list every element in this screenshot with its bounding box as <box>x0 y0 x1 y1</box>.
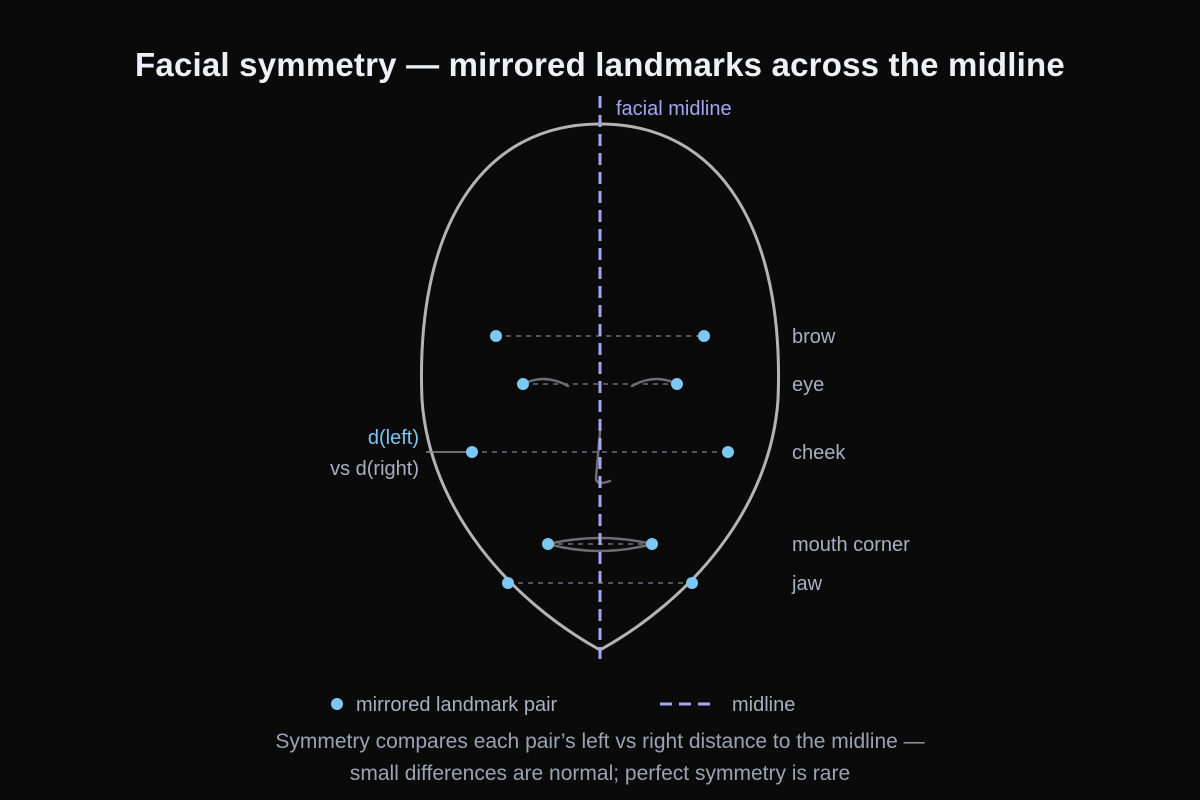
footnote-line-1: Symmetry compares each pair’s left vs ri… <box>275 730 925 753</box>
cheek-right-dot <box>722 446 734 458</box>
callout-vs-d-right: vs d(right) <box>330 458 419 480</box>
label-eye: eye <box>792 374 824 396</box>
label-mouth-corner: mouth corner <box>792 534 910 556</box>
mouth-corner-left-dot <box>542 538 554 550</box>
brow-left-dot <box>490 330 502 342</box>
mouth-corner-right-dot <box>646 538 658 550</box>
jaw-left-dot <box>502 577 514 589</box>
cheek-left-dot <box>466 446 478 458</box>
footnote-line-2: small differences are normal; perfect sy… <box>349 762 851 785</box>
legend: mirrored landmark pair midline <box>331 694 795 716</box>
left-eye-shape <box>521 377 570 388</box>
label-cheek: cheek <box>792 442 846 464</box>
brow-right-dot <box>698 330 710 342</box>
legend-midline-label: midline <box>732 694 795 716</box>
legend-pair-label: mirrored landmark pair <box>356 694 558 716</box>
callout-d-left: d(left) <box>368 427 419 449</box>
midline-label: facial midline <box>616 98 732 120</box>
eye-left-dot <box>517 378 529 390</box>
landmark-labels: brow eye cheek mouth corner jaw <box>791 326 910 595</box>
diagram-title: Facial symmetry — mirrored landmarks acr… <box>135 46 1065 83</box>
nose-shape <box>594 430 612 485</box>
label-jaw: jaw <box>791 573 823 595</box>
jaw-right-dot <box>686 577 698 589</box>
eye-right-dot <box>671 378 683 390</box>
landmark-dots <box>466 330 734 589</box>
legend-pair-dot <box>331 698 343 710</box>
right-eye-shape <box>630 377 679 388</box>
label-brow: brow <box>792 326 836 348</box>
